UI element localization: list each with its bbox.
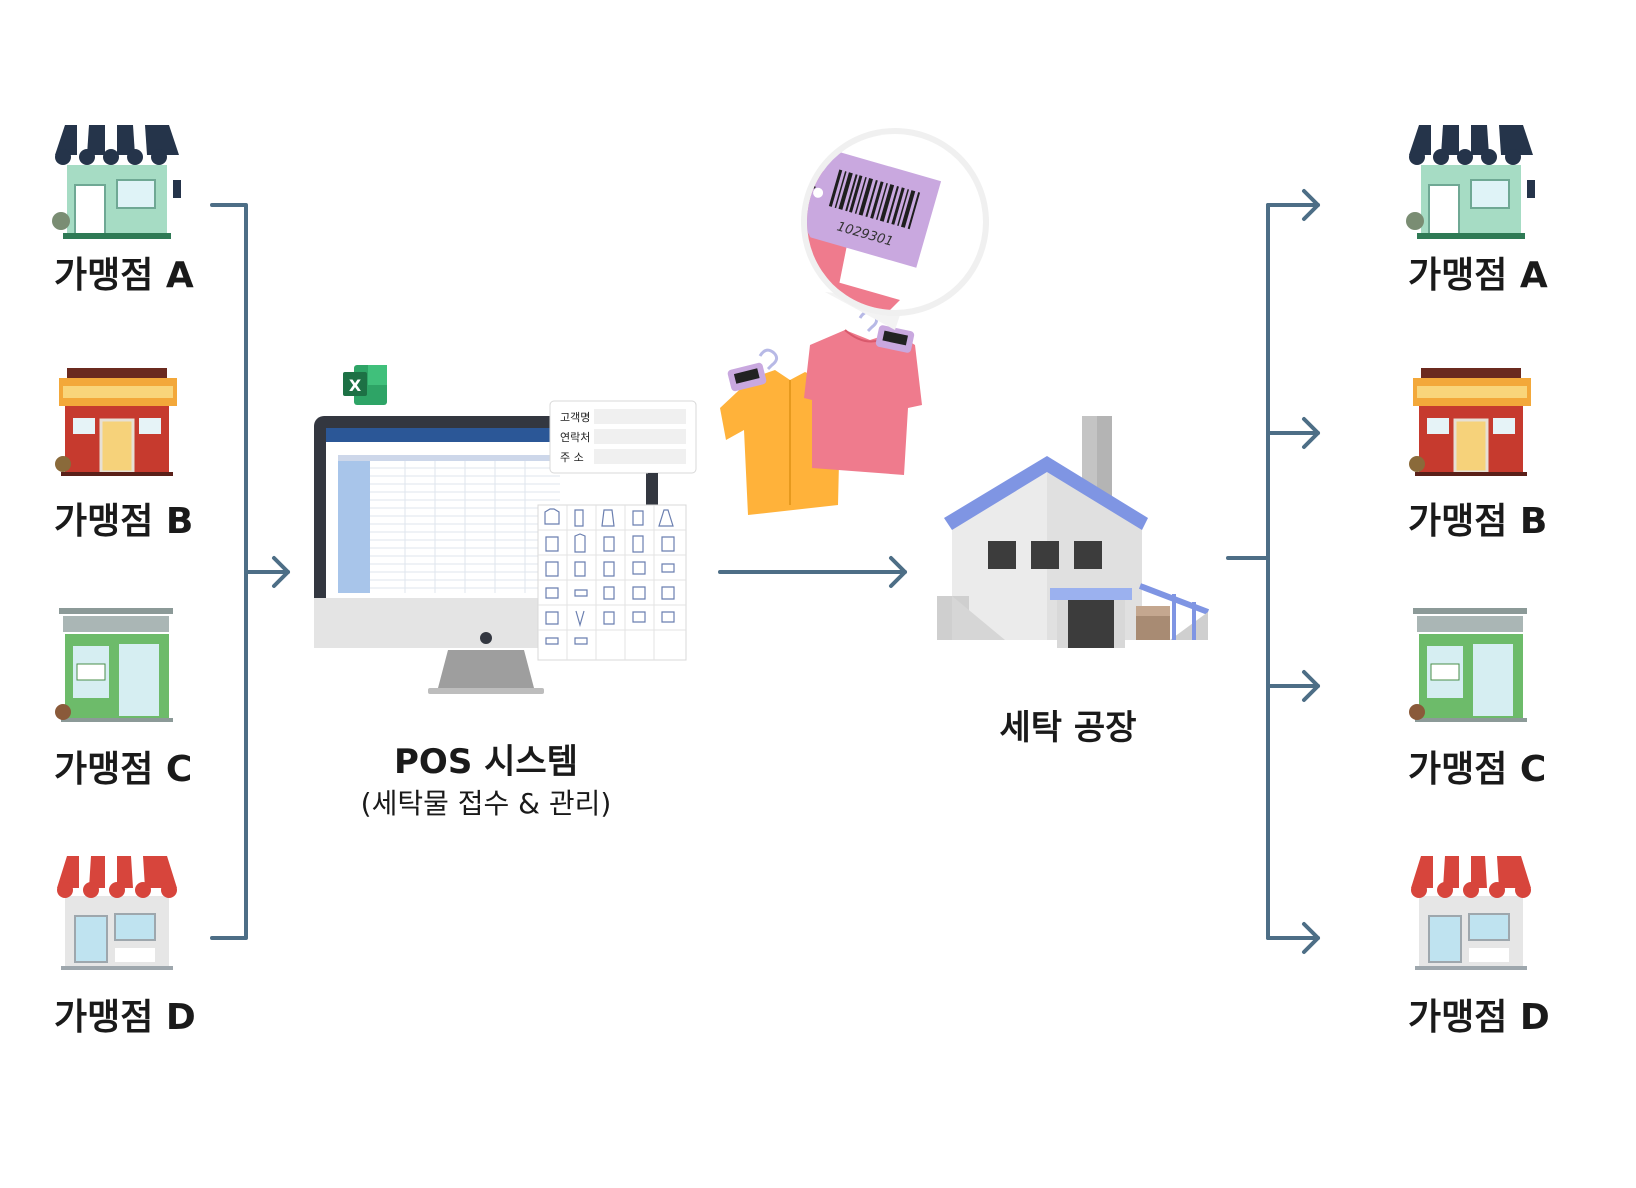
- right-store-a-label: 가맹점 A: [1408, 255, 1548, 296]
- excel-logo-icon: [343, 365, 387, 405]
- customer-form-card: [549, 400, 697, 509]
- clothing-item-grid: [537, 504, 687, 661]
- form-label-phone: 연락처: [560, 431, 591, 444]
- store-d-right-icon: [1411, 856, 1531, 970]
- small-tag-icon: [727, 325, 915, 392]
- pos-title: POS 시스템: [394, 742, 578, 782]
- store-a-right-icon: [1406, 125, 1535, 239]
- store-d-left-icon: [57, 856, 177, 970]
- pos-to-factory-arrow: [718, 556, 907, 588]
- left-bracket-connector: [210, 203, 290, 940]
- store-b-left-icon: [55, 368, 177, 476]
- store-c-right-icon: [1409, 608, 1527, 722]
- factory-title: 세탁 공장: [999, 708, 1137, 748]
- left-store-d-label: 가맹점 D: [54, 997, 196, 1038]
- right-store-c-label: 가맹점 C: [1408, 749, 1547, 790]
- left-store-c-label: 가맹점 C: [54, 749, 193, 790]
- laundry-factory-icon: [937, 416, 1210, 648]
- right-store-d-label: 가맹점 D: [1408, 997, 1550, 1038]
- pos-subtitle: (세탁물 접수 & 관리): [360, 787, 612, 820]
- right-distribution-connector: [1226, 189, 1320, 954]
- barcode-icon: [828, 169, 921, 230]
- form-label-name: 고객명: [560, 411, 591, 424]
- form-label-address: 주 소: [560, 451, 584, 464]
- left-store-b-label: 가맹점 B: [54, 501, 194, 542]
- store-c-left-icon: [55, 608, 173, 722]
- store-b-right-icon: [1409, 368, 1531, 476]
- store-a-left-icon: [52, 125, 181, 239]
- right-store-b-label: 가맹점 B: [1408, 501, 1548, 542]
- left-store-a-label: 가맹점 A: [54, 255, 194, 296]
- excel-logo-letter: X: [349, 376, 362, 395]
